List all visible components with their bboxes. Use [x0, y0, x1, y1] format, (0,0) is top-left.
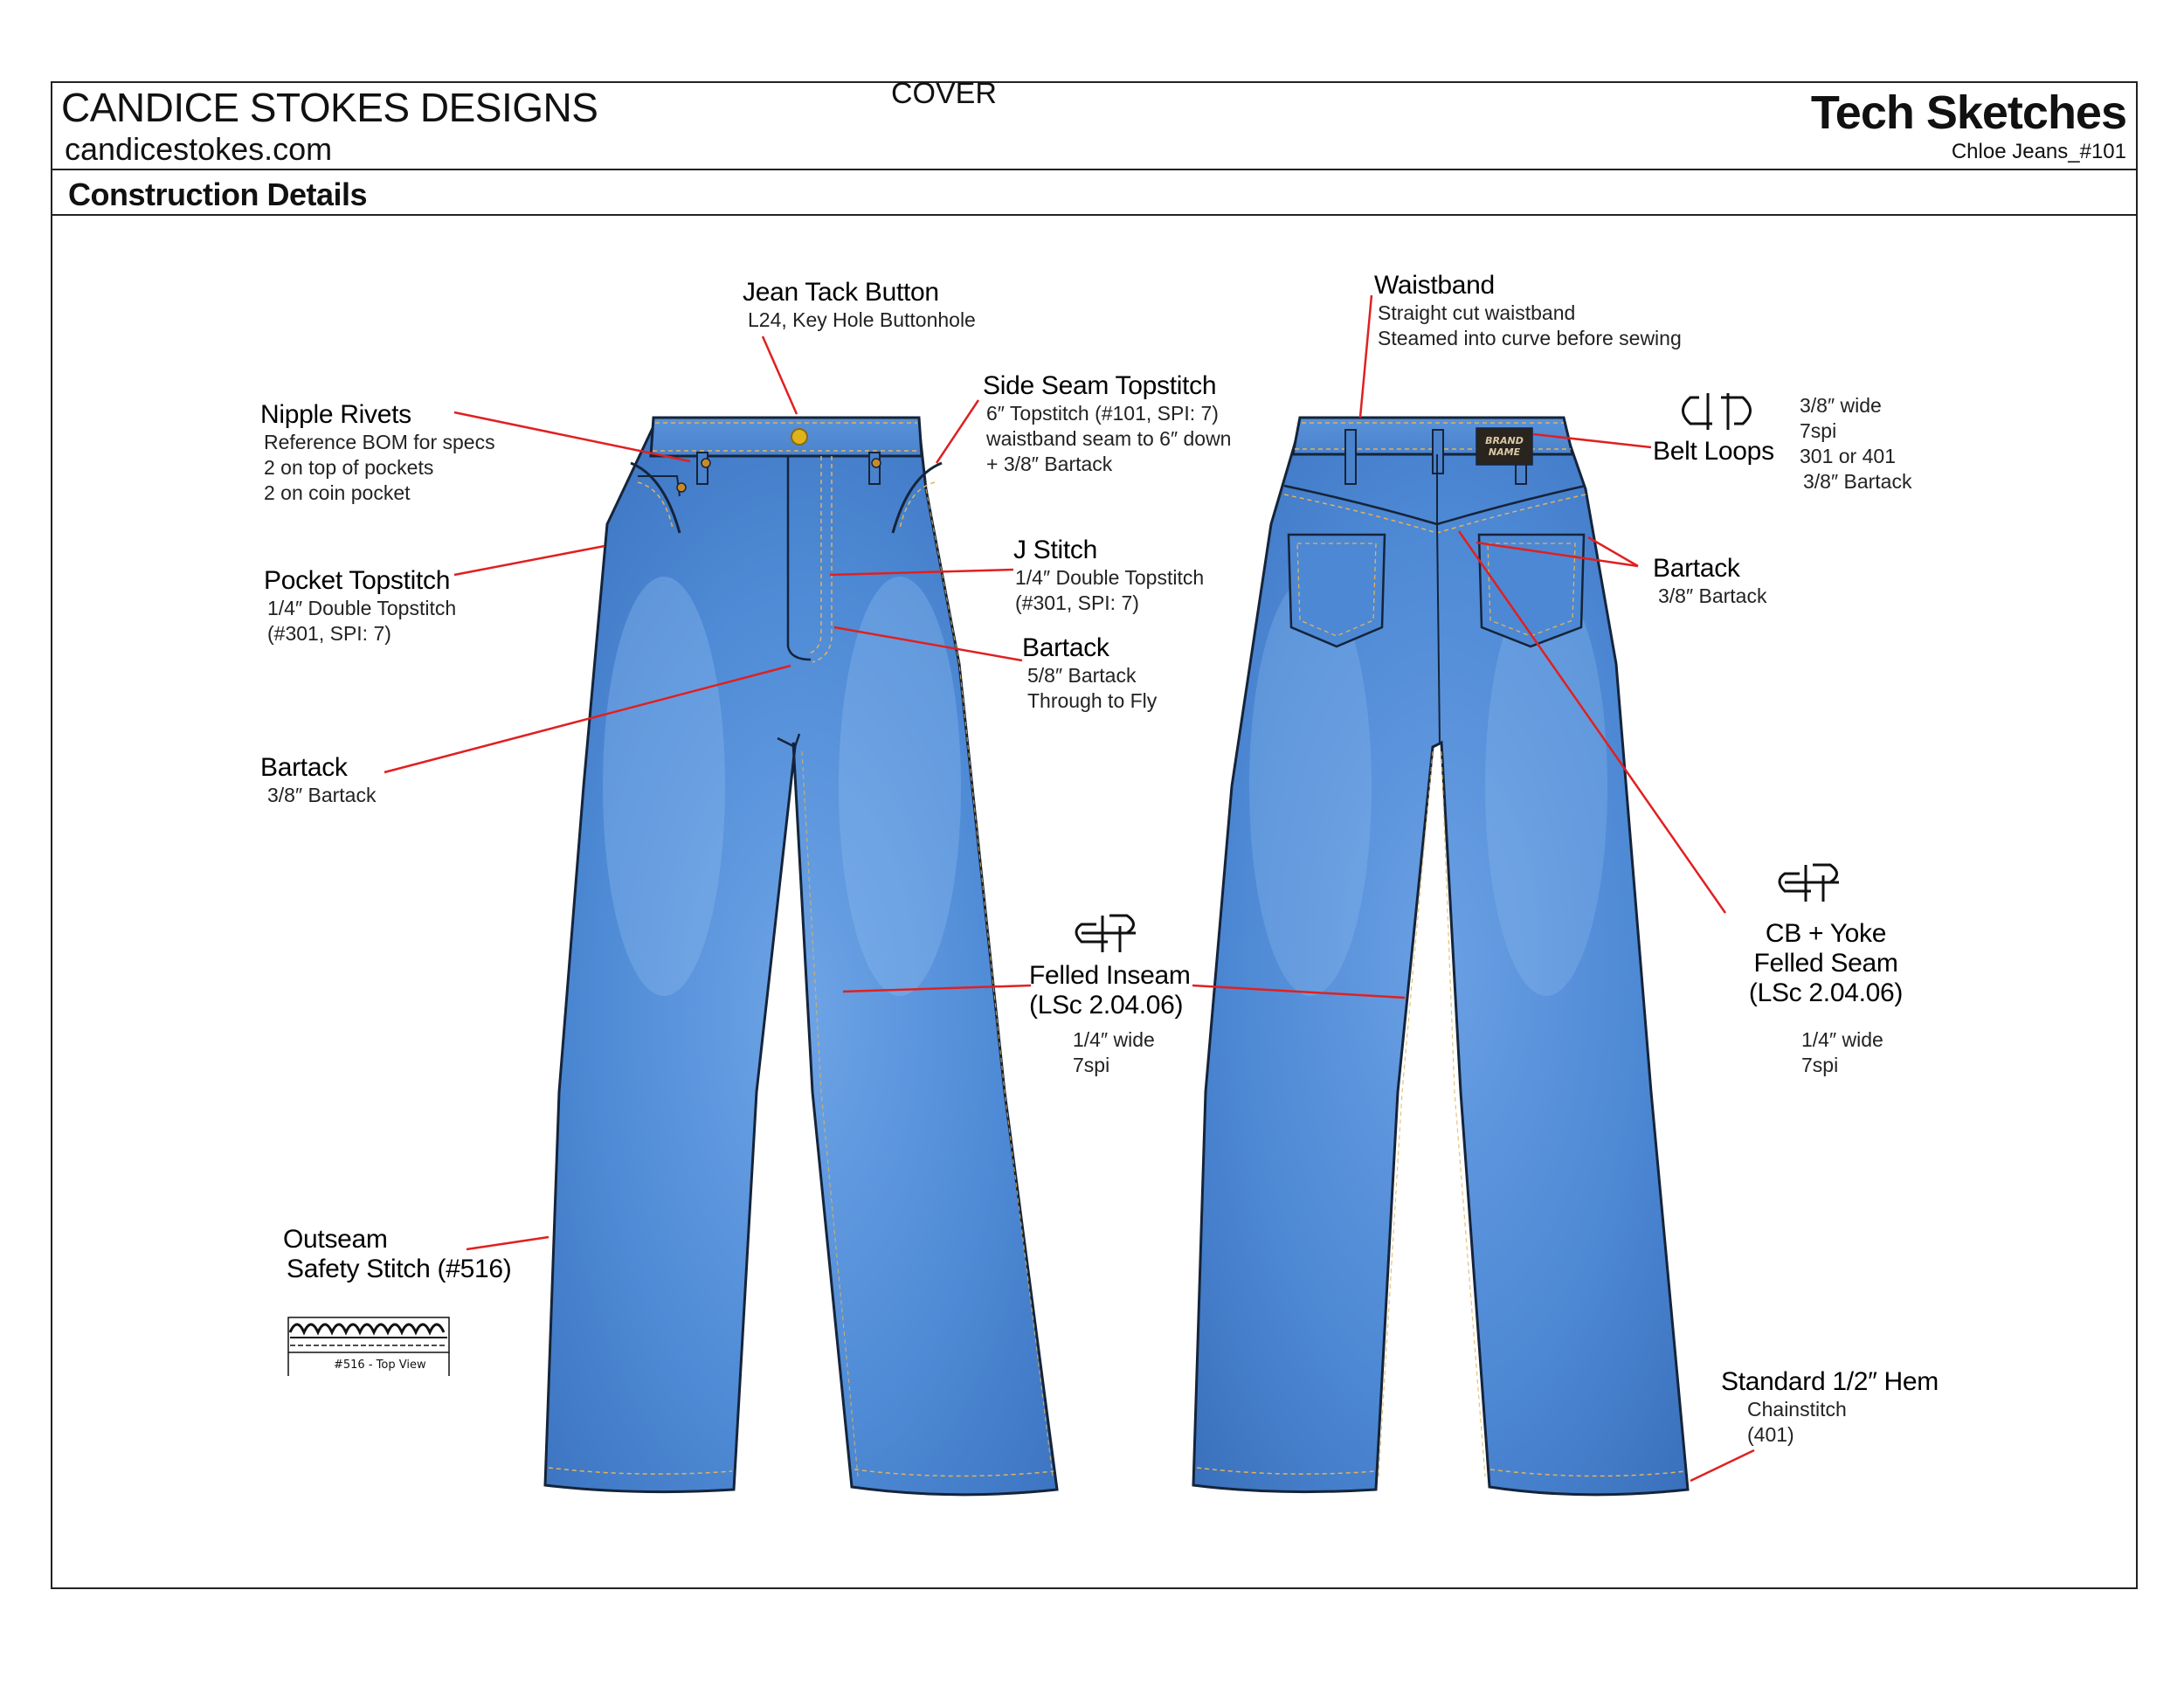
section-title: Construction Details: [68, 176, 368, 212]
annotation-nipple-rivets: Nipple Rivets Reference BOM for specs 2 …: [260, 400, 495, 504]
flat-felled-seam-icon: [1075, 914, 1136, 952]
annotation-jean-tack-button: Jean Tack Button L24, Key Hole Buttonhol…: [743, 278, 976, 331]
safety-stitch-caption: #516 - Top View: [334, 1359, 426, 1372]
annotation-bartack-front: Bartack 3/8″ Bartack: [260, 753, 377, 806]
brand-name: CANDICE STOKES DESIGNS: [61, 85, 598, 130]
annotation-cb-yoke-specs: 1/4″ wide 7spi: [1801, 1028, 1883, 1076]
belt-loop-icon: [1682, 393, 1752, 430]
annotation-outseam: Outseam Safety Stitch (#516): [283, 1225, 512, 1283]
patch-text-top: BRAND: [1485, 435, 1524, 446]
style-name: Chloe Jeans_#101: [1951, 140, 2126, 163]
annotation-pocket-topstitch: Pocket Topstitch 1/4″ Double Topstitch (…: [264, 566, 457, 645]
patch-text-bottom: NAME: [1489, 446, 1521, 458]
back-jeans-sketch: BRAND NAME: [1192, 416, 1690, 1497]
annotation-bartack-back: Bartack 3/8″ Bartack: [1653, 554, 1767, 607]
section-divider: [51, 214, 2138, 216]
callout-lines: [384, 294, 1755, 1483]
page-frame: [51, 81, 2138, 1589]
annotation-j-stitch: J Stitch 1/4″ Double Topstitch (#301, SP…: [1013, 536, 1205, 614]
annotation-bartack-fly: Bartack 5/8″ Bartack Through to Fly: [1022, 633, 1158, 712]
safety-stitch-516-diagram-icon: [287, 1317, 450, 1376]
annotation-waistband: Waistband Straight cut waistband Steamed…: [1374, 271, 1682, 349]
annotation-belt-loops-title: Belt Loops: [1653, 437, 1774, 466]
annotation-cb-yoke: CB + Yoke Felled Seam (LSc 2.04.06): [1748, 919, 1904, 1007]
felled-seam-icon: [1778, 863, 1839, 902]
website[interactable]: candicestokes.com: [65, 131, 333, 167]
annotation-felled-inseam: Felled Inseam (LSc 2.04.06) 1/4″ wide 7s…: [1029, 961, 1191, 1076]
header-divider: [51, 169, 2138, 170]
page-label: COVER: [891, 77, 997, 110]
annotation-hem: Standard 1/2″ Hem Chainstitch (401): [1721, 1367, 1939, 1446]
annotation-side-seam-topstitch: Side Seam Topstitch 6″ Topstitch (#101, …: [983, 371, 1232, 475]
document-title: Tech Sketches: [1810, 86, 2127, 139]
annotation-belt-loops-specs: 3/8″ wide 7spi 301 or 401 3/8″ Bartack: [1800, 394, 1912, 493]
front-jeans-sketch: [543, 416, 1059, 1497]
